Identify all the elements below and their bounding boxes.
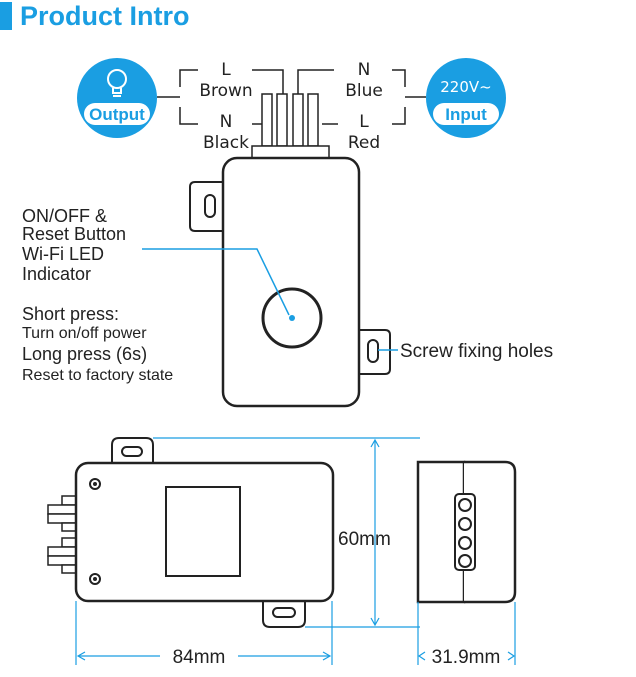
side-connector-pins: [47, 495, 79, 574]
left-screw-hole: [204, 194, 216, 218]
output-pill: [84, 103, 150, 125]
output-badge: Output: [77, 58, 157, 138]
device-top-view: [189, 93, 391, 408]
long-press-desc: Reset to factory state: [22, 367, 173, 384]
wire-left-bottom-letter: N: [220, 112, 233, 132]
output-label: Output: [89, 105, 145, 124]
wire-left-bottom-color: Black: [203, 133, 249, 153]
side-end-cap: [464, 460, 517, 604]
side-label-window: [165, 486, 241, 577]
wire-right-top-letter: N: [358, 60, 371, 80]
button-label-line1: ON/OFF &: [22, 206, 107, 226]
width-dimension: 84mm: [173, 647, 226, 668]
wire-left-top-color: Brown: [199, 81, 252, 101]
wire-left-top-letter: L: [221, 60, 231, 80]
input-badge: 220V~ Input: [426, 58, 506, 138]
side-terminal-screws: [458, 498, 472, 568]
button-label-line2: Reset Button: [22, 224, 126, 244]
input-pill: [433, 103, 499, 125]
short-press-title: Short press:: [22, 304, 119, 324]
side-terminal-strip: [454, 493, 476, 571]
short-press-desc: Turn on/off power: [22, 325, 147, 342]
light-bulb-icon: [107, 69, 127, 97]
screw-holes-label: Screw fixing holes: [400, 341, 553, 362]
wire-right-bottom-color: Red: [348, 133, 380, 153]
wire-lines: [157, 69, 426, 125]
button-label-line3: Wi-Fi LED: [22, 244, 104, 264]
page-title: Product Intro: [20, 1, 190, 31]
button-callout-line: [142, 248, 290, 316]
right-screw-hole: [367, 339, 379, 363]
led-indicator-dot: [289, 315, 295, 321]
input-voltage-label: 220V~: [440, 78, 491, 96]
long-press-title: Long press (6s): [22, 344, 147, 364]
wire-right-top-color: Blue: [345, 81, 383, 101]
height-dimension: 60mm: [338, 529, 391, 550]
wire-right-bottom-letter: L: [359, 112, 369, 132]
side-bottom-screw-hole: [272, 607, 296, 618]
button-label-line4: Indicator: [22, 264, 91, 284]
device-body: [221, 156, 361, 408]
side-top-screw-hole: [121, 446, 143, 457]
terminal-wires: [261, 93, 319, 147]
dimension-lines: [75, 437, 516, 665]
title-accent-bar: [0, 2, 12, 30]
depth-dimension: 31.9mm: [432, 647, 501, 668]
input-badge-circle: [426, 58, 506, 138]
device-side-view: [47, 437, 517, 628]
input-label: Input: [445, 105, 487, 124]
